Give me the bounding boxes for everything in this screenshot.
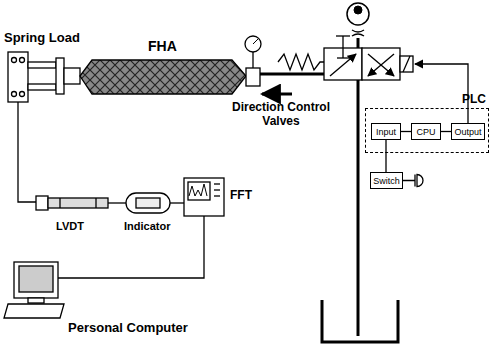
part-label: Personal Computer — [68, 320, 188, 335]
connector — [385, 140, 386, 172]
module-box: Output — [451, 123, 485, 140]
module-box: Input — [371, 123, 401, 140]
box-label: Input — [376, 127, 396, 137]
part-label: LVDT — [56, 220, 84, 232]
box-label: Switch — [373, 176, 400, 186]
push-button-symbol — [403, 175, 423, 187]
module-box: Switch — [370, 172, 403, 189]
part-label: FHA — [148, 38, 177, 54]
box-label: Output — [454, 127, 481, 137]
box-label: CPU — [416, 127, 435, 137]
fha-actuator — [80, 36, 340, 94]
part-label: Spring Load — [4, 30, 80, 45]
measurement-chain — [4, 102, 224, 318]
part-label: Indicator — [124, 220, 170, 232]
group-title: PLC — [462, 92, 486, 106]
spring-load-fixture — [8, 52, 80, 102]
direction-control-valve — [278, 36, 413, 80]
part-label: FFT — [230, 188, 252, 202]
controller-group: PLCInputCPUOutput — [365, 108, 489, 153]
connector — [441, 131, 451, 132]
control-signal-line — [415, 64, 468, 123]
module-box: CPU — [411, 123, 441, 140]
part-label: Direction Control Valves — [232, 100, 330, 128]
connector — [401, 131, 411, 132]
